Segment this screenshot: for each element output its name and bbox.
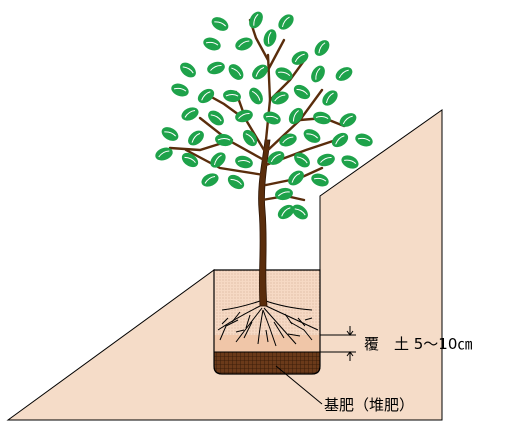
leaf [208, 13, 232, 35]
leaf [290, 81, 314, 103]
leaf [158, 123, 182, 145]
leaf [276, 130, 300, 150]
pit-outline [213, 269, 321, 375]
leaf [233, 107, 255, 125]
cover-soil-dimension [320, 326, 356, 361]
cover-soil-label: 覆 土 5〜10㎝ [364, 335, 473, 353]
leaf [284, 167, 308, 189]
leaf [260, 108, 284, 128]
leaf [338, 152, 362, 172]
leaf [311, 36, 333, 60]
leaf [273, 186, 295, 202]
leaf [336, 109, 360, 131]
leaf [274, 201, 298, 223]
leaf [328, 129, 352, 151]
cover-soil-layer [214, 335, 320, 352]
leaf [332, 63, 356, 85]
leaf [272, 64, 296, 84]
base-fertilizer-label: 基肥（堆肥） [324, 396, 415, 414]
leaf [311, 109, 333, 127]
leaf [225, 60, 247, 84]
leaf [268, 88, 292, 108]
leaf [307, 62, 329, 86]
leaf [308, 170, 332, 190]
leaf [194, 85, 218, 107]
leaf [205, 59, 227, 77]
leaf [168, 80, 192, 100]
planting-pit [213, 269, 321, 375]
leaf [260, 26, 280, 50]
leaf [200, 34, 224, 54]
leaf [198, 170, 222, 190]
leaf [233, 153, 255, 171]
leaf [224, 171, 248, 193]
compost-layer [213, 351, 321, 375]
leaf [184, 127, 208, 149]
trunk [258, 139, 271, 307]
leaf [176, 59, 200, 81]
leaf [245, 84, 267, 108]
leaf [300, 125, 324, 147]
leaf [232, 34, 256, 54]
leaf [315, 151, 337, 169]
fertilizer-leader-line [275, 365, 323, 405]
leaf [178, 104, 202, 124]
leaf [274, 10, 298, 34]
leaf [352, 130, 376, 150]
